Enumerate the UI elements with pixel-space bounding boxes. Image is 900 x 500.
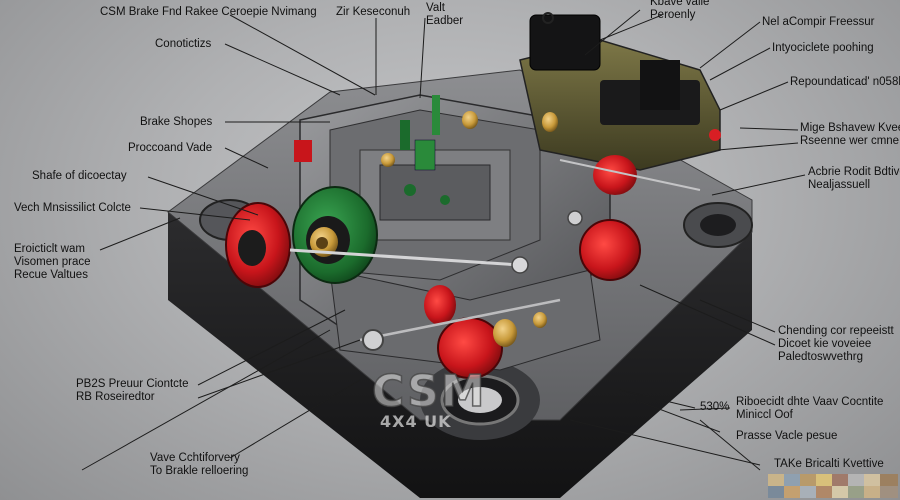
label-eroicti: Eroicticlt wam Visomen prace Recue Valtu…	[14, 243, 91, 281]
label-top-mid-valve: Valt Eadber	[426, 2, 464, 27]
label-acbrie: Acbrie Rodit Bdtive Nealjassuell	[808, 166, 900, 191]
label-brake-shapes: Brake Shopes	[140, 116, 213, 128]
watermark-logo: CSM 4X4 UK	[371, 365, 542, 440]
color-swatch-strip	[768, 474, 898, 498]
label-top-mid: Zir Keseconuh	[336, 6, 411, 18]
label-top-left: CSM Brake Fnd Rakee Ceroepie Nvimang	[100, 6, 317, 18]
watermark-subtext: 4X4 UK	[380, 412, 452, 431]
base-slab-side	[168, 212, 752, 498]
red-seal-right	[579, 219, 641, 281]
leader-lines	[81, 9, 806, 471]
watermark-text: CSM	[371, 365, 487, 418]
label-right-3: Repoundaticad' n058h	[790, 76, 900, 88]
label-bottom-right: TAKe Bricalti Kvettive	[774, 458, 884, 470]
label-num: 530%	[700, 401, 730, 413]
label-mige: Mige Bshavew Kvee Rseenne wer cmne	[800, 122, 900, 147]
label-right-1: Nel aCompir Freessur	[762, 16, 875, 28]
label-pb: PB2S Preuur Ciontcte RB Roseiredtor	[76, 378, 189, 403]
label-chending: Chending cor repeeistt Dicoet kie voveie…	[778, 325, 894, 363]
label-top-right: Kbave valle Peroenly	[650, 0, 710, 21]
label-bottom-left: Vave Cchtiforvery To Brakle relloering	[150, 452, 249, 477]
label-vech: Vech Mnsissilict Colcte	[14, 202, 131, 214]
label-shafe: Shafe of dicoectay	[32, 170, 127, 182]
label-prasse: Prasse Vacle pesue	[736, 430, 838, 442]
label-conotictizs: Conotictizs	[155, 38, 212, 50]
label-riboc: Riboecidt dhte Vaav Cocntite Miniccl Oof	[736, 396, 884, 421]
label-right-2: Intyociclete poohing	[772, 42, 874, 54]
label-proccoand: Proccoand Vade	[128, 142, 213, 154]
